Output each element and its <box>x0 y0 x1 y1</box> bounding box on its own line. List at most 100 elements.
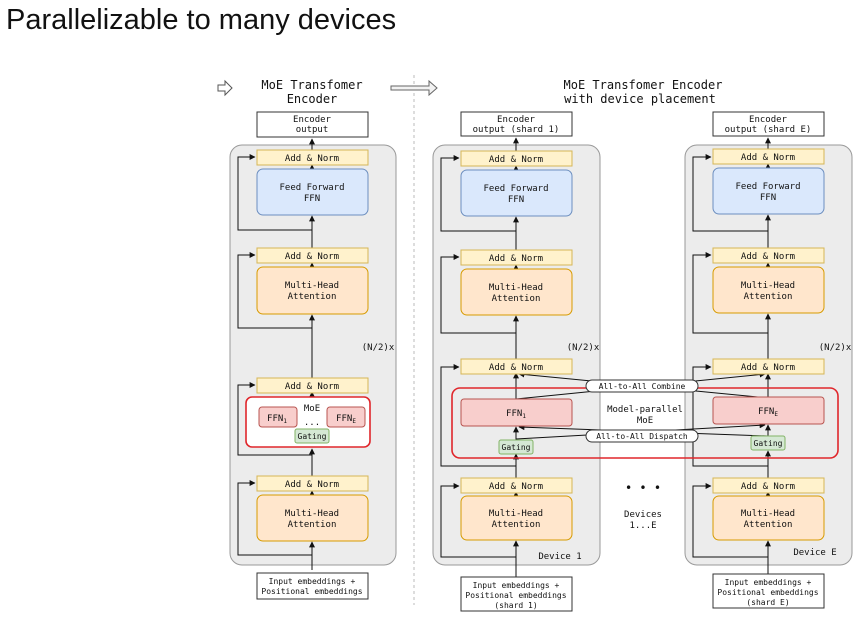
right-header-line1: MoE Transfomer Encoder <box>564 78 723 92</box>
device1-ffn-line1: Feed Forward <box>483 184 548 194</box>
left-ffn-expert-e-label: FFNE <box>336 414 356 425</box>
left-encoder-output-line1: Encoder <box>293 115 332 125</box>
left-expert-ellipsis: ... <box>304 418 320 428</box>
deviceE-gating-box <box>750 435 786 451</box>
left-feed-forward-box <box>256 168 369 216</box>
shard1-encoder-output <box>460 111 573 137</box>
deviceE-mha-top-line2: Attention <box>744 292 793 302</box>
device1-add-norm-mha-label: Add & Norm <box>489 254 543 264</box>
device1-ffn-line2: FFN <box>508 195 524 205</box>
deviceE-add-norm-mha-label: Add & Norm <box>741 252 795 262</box>
device1-mha-bottom-line2: Attention <box>492 520 541 530</box>
slide-title: Parallelizable to many devices <box>6 4 397 36</box>
left-input-line1: Input embeddings + <box>269 577 356 586</box>
device1-add-norm-top-label: Add & Norm <box>489 155 543 165</box>
device1-add-norm-bottom <box>460 477 573 494</box>
shard1-input-line3: (shard 1) <box>494 601 537 610</box>
device1-feed-forward-box <box>460 169 573 217</box>
device1-add-norm-bottom-label: Add & Norm <box>489 482 543 492</box>
device1-add-norm-mha <box>460 249 573 266</box>
device1-gating-box <box>498 439 534 455</box>
deviceE-add-norm-moe <box>712 358 825 375</box>
left-moe-label: MoE <box>304 404 320 414</box>
left-add-norm-moe-label: Add & Norm <box>285 382 339 392</box>
deviceE-mha-bottom-line1: Multi-Head <box>741 509 795 519</box>
left-multi-head-attention-bottom <box>256 494 369 542</box>
devices-label-line2: 1...E <box>629 521 656 531</box>
shard1-output-line1: Encoder <box>497 115 536 125</box>
deviceE-add-norm-bottom-label: Add & Norm <box>741 482 795 492</box>
device1-ffn-expert-label: FFN1 <box>506 409 526 420</box>
deviceE-ffn-expert <box>712 396 825 425</box>
left-mha-bottom-line1: Multi-Head <box>285 509 339 519</box>
device1-ffn-expert <box>460 398 573 427</box>
left-input-line2: Positional embeddings <box>261 587 362 596</box>
deviceE-add-norm-top-label: Add & Norm <box>741 153 795 163</box>
left-gating-box <box>294 428 330 444</box>
left-ffn-line1: Feed Forward <box>279 183 344 193</box>
left-encoder-output-line2: output <box>296 125 329 135</box>
devices-label-line1: Devices <box>624 510 662 520</box>
deviceE-ffn-line2: FFN <box>760 193 776 203</box>
left-add-norm-top-label: Add & Norm <box>285 154 339 164</box>
all-to-all-dispatch-label: All-to-All Dispatch <box>596 432 688 441</box>
left-repeat-label: (N/2)x <box>362 343 395 353</box>
header-arrow-icon-right <box>390 79 438 97</box>
left-ffn-expert-e <box>326 406 366 428</box>
shardE-input-embeddings <box>712 573 825 609</box>
device1-add-norm-top <box>460 150 573 167</box>
device1-repeat-label: (N/2)x <box>567 343 600 353</box>
deviceE-add-norm-bottom <box>712 477 825 494</box>
deviceE-gating-label: Gating <box>754 439 783 448</box>
device1-add-norm-moe <box>460 358 573 375</box>
devices-dots: • • • <box>625 481 661 495</box>
device1-mha-top-line2: Attention <box>492 294 541 304</box>
all-to-all-combine-pill <box>585 379 699 393</box>
left-add-norm-top <box>256 149 369 166</box>
all-to-all-dispatch-pill <box>585 429 699 443</box>
left-gating-label: Gating <box>298 432 327 441</box>
device1-mha-bottom <box>460 495 573 541</box>
left-multi-head-attention-top <box>256 266 369 315</box>
header-arrow-icon <box>217 79 233 97</box>
deviceE-mha-top <box>712 266 825 314</box>
left-header-line1: MoE Transfomer <box>261 78 362 92</box>
all-to-all-combine-label: All-to-All Combine <box>599 382 686 391</box>
deviceE-label: Device E <box>793 548 836 558</box>
shardE-input-line3: (shard E) <box>746 598 789 607</box>
deviceE-feed-forward-box <box>712 167 825 215</box>
left-encoder-output <box>256 111 369 138</box>
left-ffn-expert-1-label: FFN1 <box>267 414 287 425</box>
deviceE-ffn-line1: Feed Forward <box>735 182 800 192</box>
left-add-norm-bottom-label: Add & Norm <box>285 480 339 490</box>
shard1-input-line2: Positional embeddings <box>465 591 566 600</box>
left-mha-bottom-line2: Attention <box>288 520 337 530</box>
device1-add-norm-moe-label: Add & Norm <box>489 363 543 373</box>
left-ffn-expert-1 <box>258 406 298 428</box>
right-encoder-diagram: MoE Transfomer Encoder with device place… <box>390 78 853 612</box>
shardE-input-line2: Positional embeddings <box>717 588 818 597</box>
shard1-input-line1: Input embeddings + <box>473 581 560 590</box>
model-parallel-line2: MoE <box>637 416 653 426</box>
deviceE-add-norm-moe-label: Add & Norm <box>741 363 795 373</box>
left-encoder-diagram: MoE Transfomer Encoder Encoder output Ad… <box>217 78 397 600</box>
deviceE-mha-bottom-line2: Attention <box>744 520 793 530</box>
model-parallel-line1: Model-parallel <box>607 405 683 415</box>
shardE-input-line1: Input embeddings + <box>725 578 812 587</box>
left-header-line2: Encoder <box>287 92 338 106</box>
left-mha-top-line2: Attention <box>288 292 337 302</box>
device1-mha-top-line1: Multi-Head <box>489 283 543 293</box>
left-add-norm-bottom <box>256 475 369 492</box>
left-input-embeddings <box>256 572 369 600</box>
device1-mha-bottom-line1: Multi-Head <box>489 509 543 519</box>
left-add-norm-moe <box>256 377 369 394</box>
shard1-input-embeddings <box>460 576 573 612</box>
shardE-encoder-output <box>712 111 825 137</box>
deviceE-add-norm-top <box>712 148 825 165</box>
left-add-norm-mha-label: Add & Norm <box>285 252 339 262</box>
deviceE-repeat-label: (N/2)x <box>819 343 852 353</box>
right-header-line2: with device placement <box>564 92 716 106</box>
left-add-norm-mha <box>256 247 369 264</box>
left-ffn-line2: FFN <box>304 194 320 204</box>
